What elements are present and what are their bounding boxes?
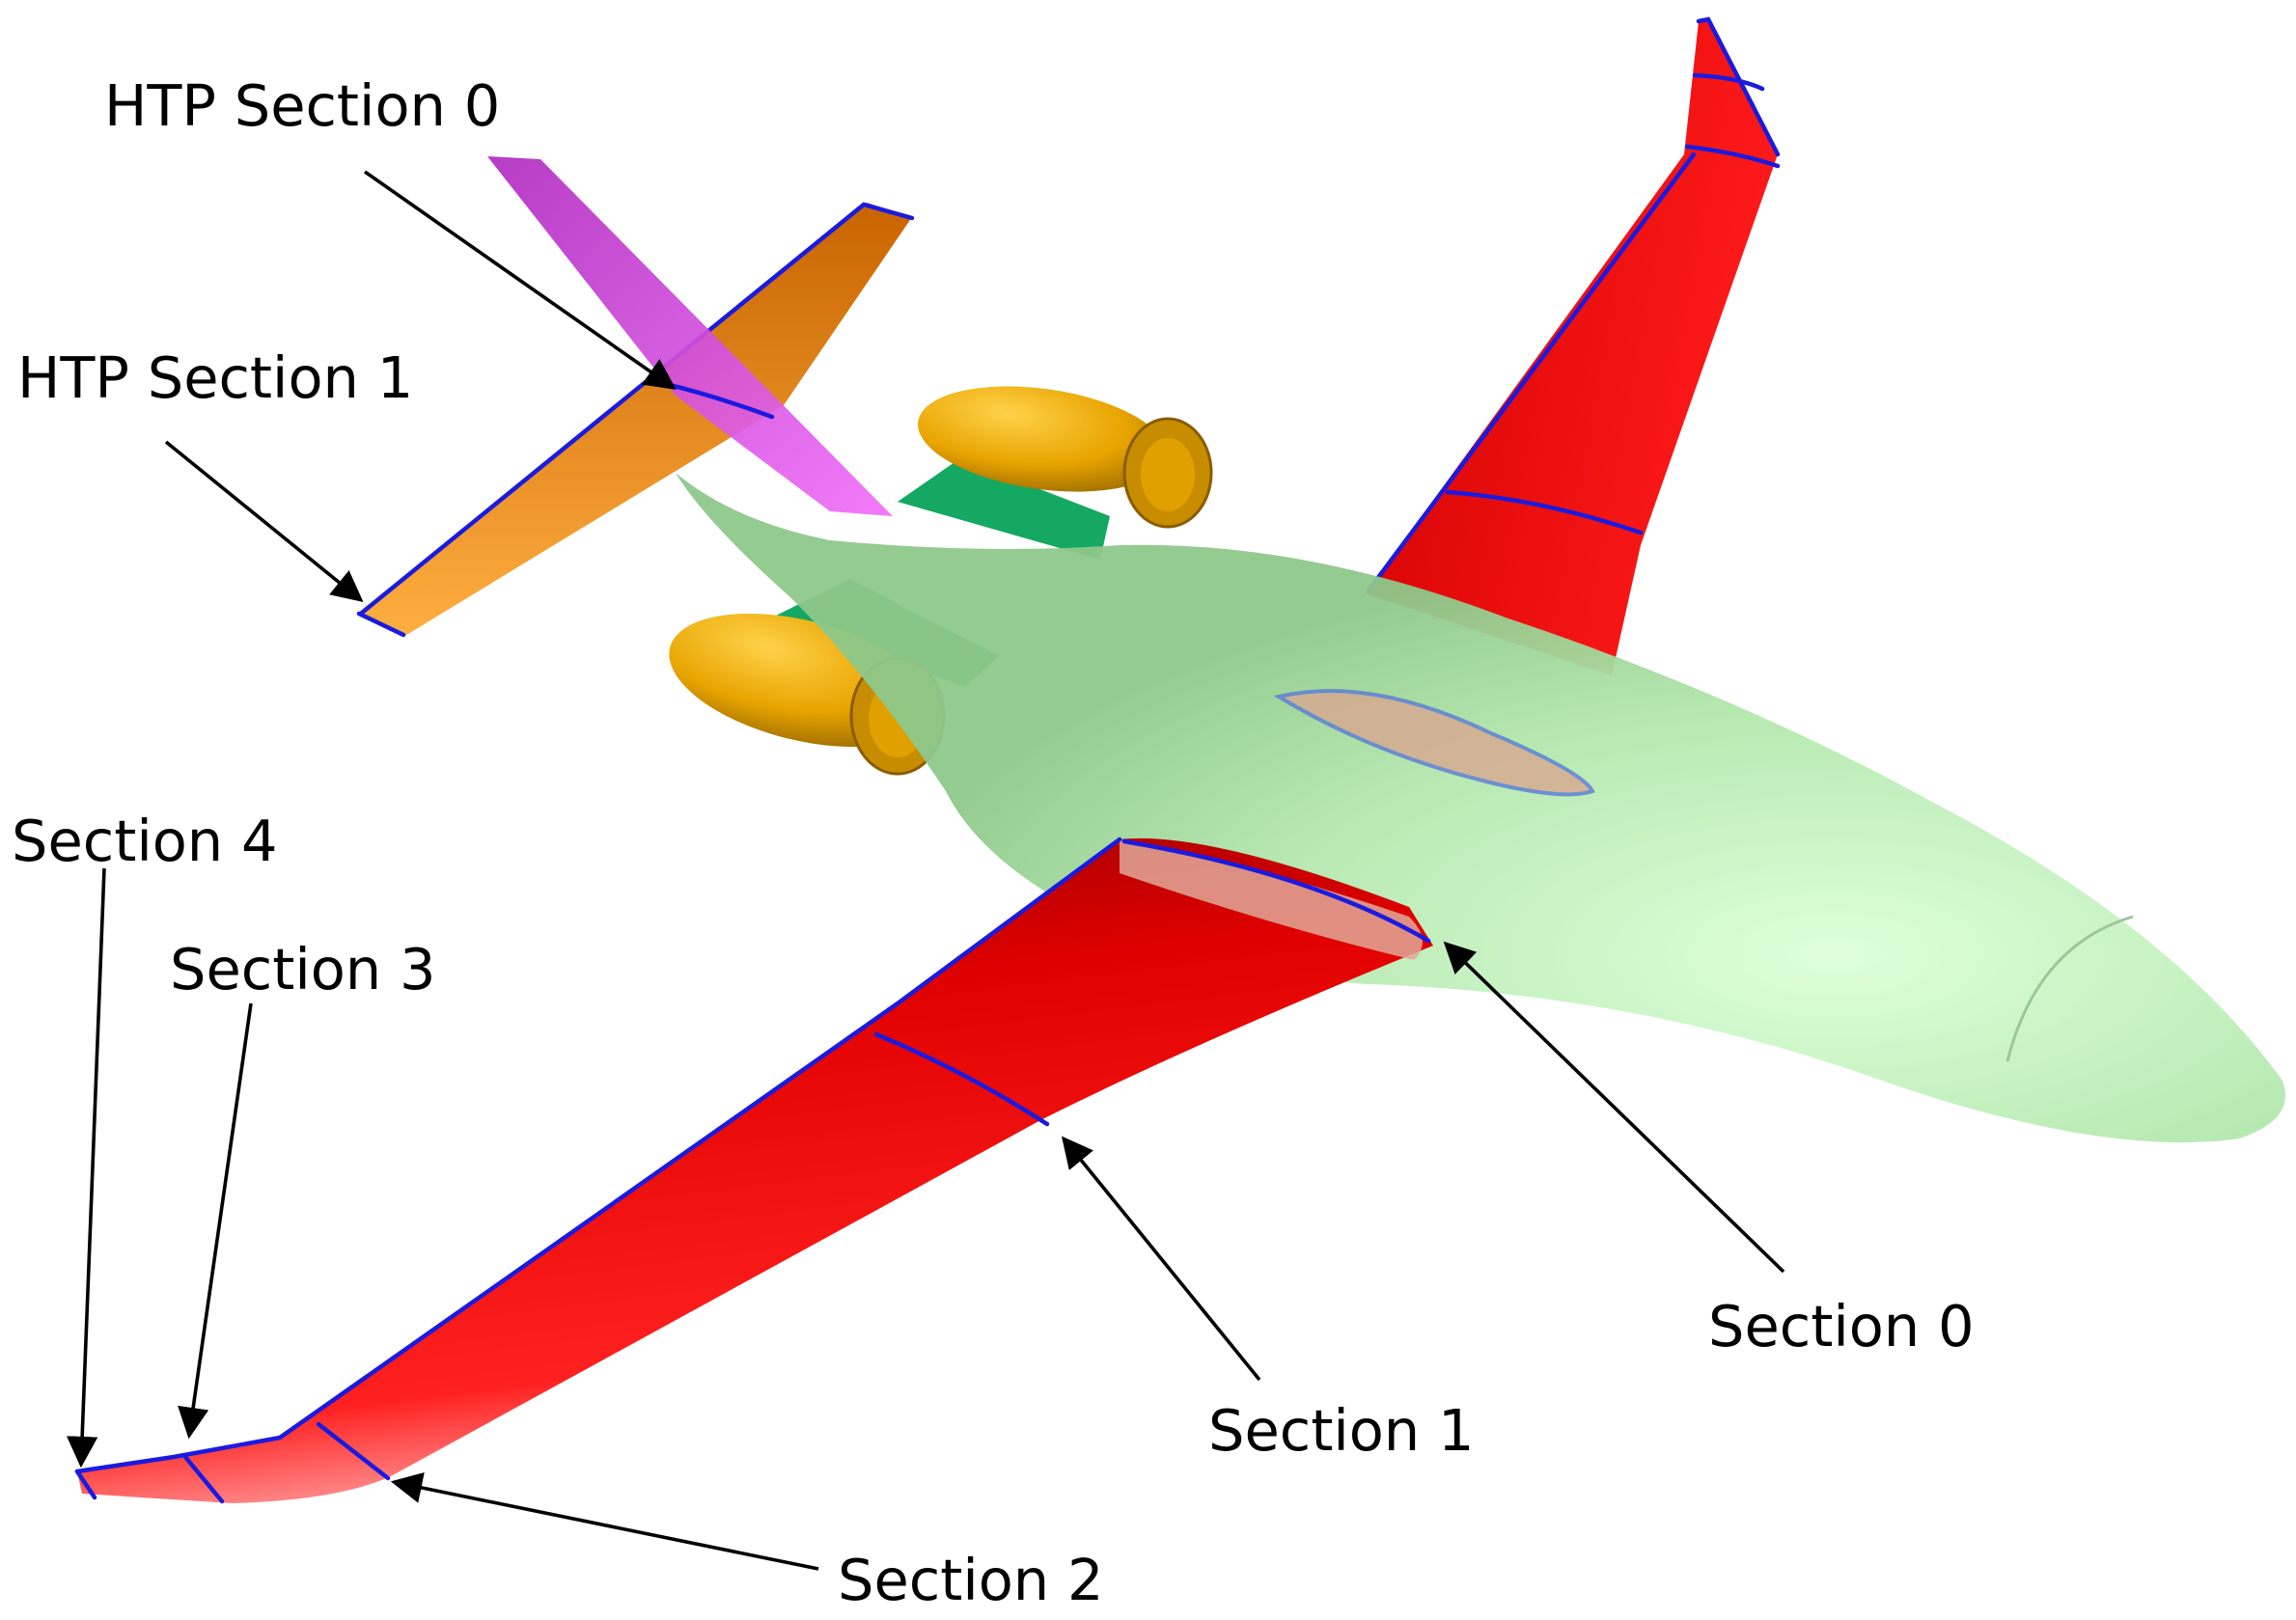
left-wing-leading-edge — [74, 837, 1122, 1474]
right-wing-tip-line-2 — [1684, 144, 1781, 169]
left-wing-section-1-line — [873, 1031, 1050, 1127]
right-wing-root-section — [1273, 689, 1595, 797]
left-wing-section-4-line — [74, 1469, 97, 1500]
label-htp-section-1: HTP Section 1 — [17, 344, 413, 411]
htp-leading-edge — [359, 202, 915, 616]
right-wing-leading-edge — [1366, 151, 1697, 593]
right-wing-section-line-upper — [1696, 16, 1781, 157]
fuselage — [676, 473, 2285, 1142]
upper-nacelle-fan — [1141, 438, 1195, 511]
right-wing-tip-line-1 — [1692, 72, 1765, 92]
leader-htp-section-1 — [164, 440, 364, 603]
label-section-3: Section 3 — [170, 936, 436, 1002]
leader-lines — [66, 170, 1785, 1571]
leader-section-3 — [178, 1002, 253, 1440]
leader-htp-section-0 — [363, 170, 677, 390]
label-section-1: Section 1 — [1208, 1397, 1475, 1464]
callout-labels: HTP Section 0 HTP Section 1 Section 4 Se… — [12, 72, 1975, 1613]
label-section-0: Section 0 — [1708, 1293, 1975, 1359]
aircraft — [74, 16, 2285, 1504]
left-wing-section-0-line — [1121, 838, 1431, 944]
left-wing-section-2-line — [316, 1421, 391, 1481]
left-wing-section-3-line — [182, 1454, 225, 1504]
leader-section-0 — [1443, 941, 1785, 1274]
leader-section-2 — [390, 1471, 819, 1571]
htp-tip-section-line — [356, 611, 406, 638]
label-section-4: Section 4 — [12, 808, 278, 874]
right-wing-mid-section-line — [1445, 489, 1644, 535]
leader-section-4 — [66, 867, 106, 1469]
upper-nacelle — [918, 386, 1167, 492]
vertical-tail — [487, 156, 893, 516]
label-htp-section-0: HTP Section 0 — [104, 72, 500, 139]
cockpit-window-line — [2006, 915, 2134, 1062]
horizontal-tail — [359, 203, 912, 637]
leader-section-1 — [1061, 1136, 1261, 1382]
htp-root-section-line — [663, 381, 775, 420]
left-wing-root-overlay — [1120, 839, 1423, 960]
right-wing — [1366, 19, 1778, 675]
left-wing — [77, 837, 1433, 1503]
upper-pylon — [898, 458, 1110, 560]
label-section-2: Section 2 — [838, 1547, 1104, 1613]
